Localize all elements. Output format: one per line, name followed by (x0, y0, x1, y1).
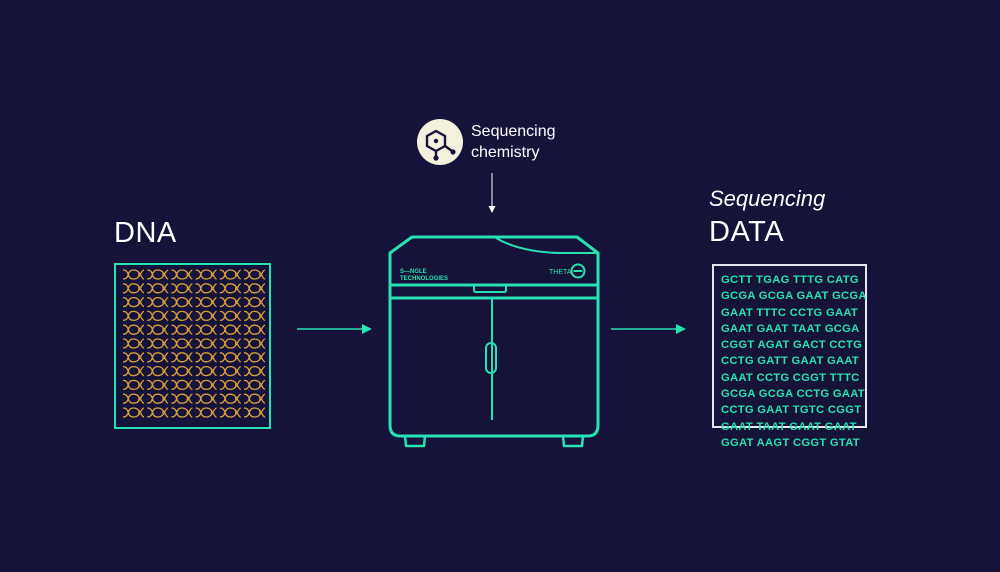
helix-strand (171, 269, 193, 280)
helix-strand (243, 269, 266, 280)
helix-strand (122, 296, 145, 308)
helix-strand (195, 269, 217, 280)
chemistry-label-line1: Sequencing (471, 123, 556, 140)
sequence-row: GCGA GCGA GAAT GCGA (721, 290, 867, 303)
helix-strand (219, 338, 242, 349)
helix-strand (243, 283, 266, 294)
sequence-row: GAAT TTTC CCTG GAAT (721, 306, 859, 319)
helix-strand (219, 365, 242, 377)
helix-strand (147, 296, 169, 308)
helix-strand (219, 310, 242, 322)
helix-strand (219, 379, 242, 391)
helix-strand (171, 379, 193, 391)
helix-strand (122, 283, 145, 294)
arrow-chemistry-to-machine (488, 173, 496, 213)
helix-strand (195, 324, 217, 335)
dna-helix-pattern (122, 269, 266, 418)
helix-strand (219, 283, 242, 294)
helix-strand (147, 269, 169, 280)
helix-strand (147, 379, 169, 391)
helix-strand (195, 283, 217, 294)
helix-strand (195, 310, 217, 322)
helix-strand (243, 379, 266, 391)
data-subtitle: Sequencing (709, 186, 826, 211)
helix-strand (147, 324, 169, 335)
arrow-dna-to-machine (297, 324, 372, 334)
sequence-row: GAAT TAAT GAAT GAAT (721, 420, 857, 433)
helix-strand (171, 283, 193, 294)
data-title: Sequencing DATA (709, 184, 825, 250)
helix-strand (243, 352, 266, 363)
sequence-row: GCGA GCGA CCTG GAAT (721, 388, 865, 401)
machine-brand-line2: TECHNOLOGIES (400, 276, 448, 282)
sequence-row: GGAT AAGT CGGT GTAT (721, 436, 860, 449)
helix-strand (219, 407, 242, 418)
sequencer-machine (388, 235, 600, 448)
helix-strand (122, 352, 145, 363)
helix-strand (171, 393, 193, 404)
sequence-row: CCTG GATT GAAT GAAT (721, 355, 860, 368)
machine-brand-line1: S—NGLE (400, 269, 427, 275)
sequence-row: GCTT TGAG TTTG CATG (721, 274, 859, 286)
helix-strand (195, 407, 217, 418)
helix-strand (195, 393, 217, 404)
helix-strand (147, 283, 169, 294)
data-main-title: DATA (709, 216, 785, 248)
helix-strand (219, 393, 242, 404)
helix-strand (243, 393, 266, 404)
helix-strand (171, 352, 193, 363)
chemistry-badge (417, 119, 463, 165)
helix-strand (122, 338, 145, 349)
helix-strand (219, 269, 242, 280)
helix-strand (195, 365, 217, 377)
helix-strand (219, 324, 242, 335)
machine-model: THETA (549, 269, 572, 276)
helix-strand (147, 338, 169, 349)
sequence-row: CCTG GAAT TGTC CGGT (721, 404, 862, 417)
helix-strand (171, 407, 193, 418)
sequence-row: GAAT CCTG CGGT TTTC (721, 371, 860, 384)
helix-strand (147, 352, 169, 363)
helix-strand (147, 365, 169, 377)
helix-strand (195, 352, 217, 363)
molecule-icon (425, 129, 456, 161)
helix-strand (219, 352, 242, 363)
helix-strand (171, 324, 193, 335)
helix-strand (122, 365, 145, 377)
dna-label: DNA (114, 217, 177, 249)
dna-box (114, 263, 271, 429)
helix-strand (219, 296, 242, 308)
helix-strand (122, 393, 145, 404)
helix-strand (122, 379, 145, 391)
helix-strand (243, 324, 266, 335)
helix-strand (171, 365, 193, 377)
helix-strand (243, 338, 266, 349)
helix-strand (243, 407, 266, 418)
helix-strand (243, 310, 266, 322)
helix-strand (195, 296, 217, 308)
chemistry-label-line2: chemistry (471, 144, 540, 161)
helix-strand (122, 269, 145, 280)
helix-strand (171, 310, 193, 322)
helix-strand (171, 296, 193, 308)
helix-strand (243, 365, 266, 377)
helix-strand (147, 407, 169, 418)
helix-strand (122, 407, 145, 418)
helix-strand (243, 296, 266, 308)
helix-strand (195, 379, 217, 391)
helix-strand (147, 393, 169, 404)
helix-strand (171, 338, 193, 349)
helix-strand (122, 324, 145, 335)
sequence-row: GAAT GAAT TAAT GCGA (721, 322, 860, 335)
sequence-row: CGGT AGAT GACT CCTG (721, 339, 863, 352)
chemistry-label: Sequencing chemistry (471, 121, 556, 163)
helix-strand (147, 310, 169, 322)
sequence-data-box: GCTT TGAG TTTG CATG GCGA GCGA GAAT GCGA … (712, 264, 867, 449)
arrow-machine-to-data (611, 324, 686, 334)
helix-strand (195, 338, 217, 349)
helix-strand (122, 310, 145, 322)
